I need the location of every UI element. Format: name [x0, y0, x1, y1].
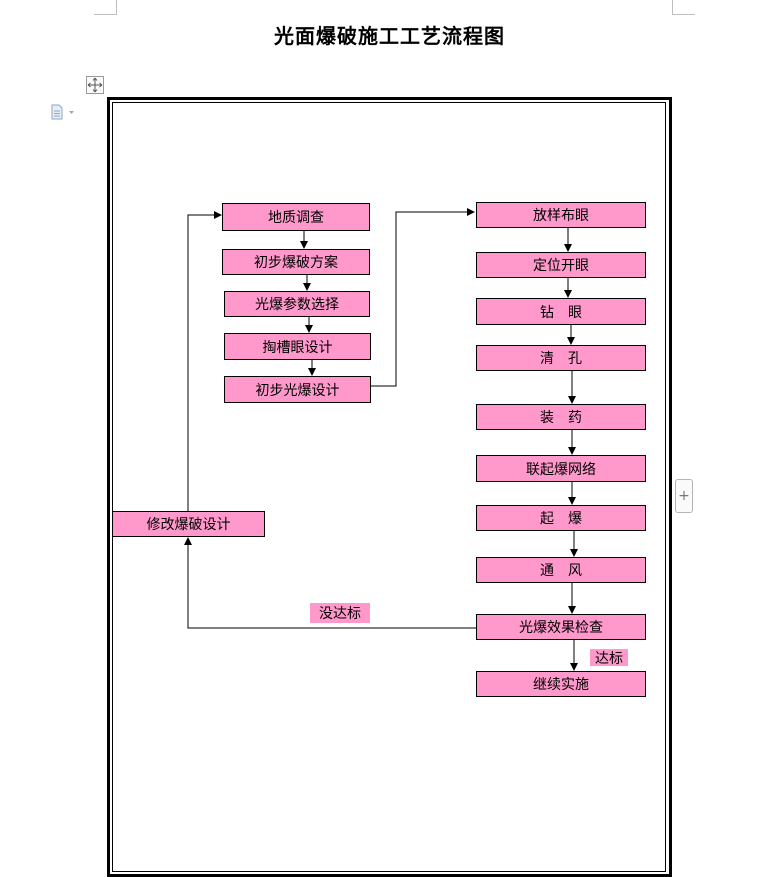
document-title: 光面爆破施工工艺流程图 [274, 24, 505, 48]
flow-step-geological-survey: 地质调查 [222, 203, 370, 231]
table-move-handle[interactable] [86, 76, 104, 94]
up-to-standard-label: 达标 [590, 649, 628, 667]
flow-step-cut-hole-design: 掏槽眼设计 [224, 333, 371, 360]
flow-step-drilling: 钻 眼 [476, 298, 646, 325]
flow-step-preliminary-blasting-plan: 初步爆破方案 [222, 249, 370, 275]
flow-step-clear-holes: 清 孔 [476, 345, 646, 371]
flow-step-ventilation: 通 风 [476, 557, 646, 583]
not-up-to-standard-label: 没达标 [310, 603, 370, 623]
move-icon [87, 77, 103, 93]
add-column-button[interactable]: + [675, 479, 693, 513]
flow-step-connect-detonation-network: 联起爆网络 [476, 455, 646, 482]
flow-step-preliminary-smooth-blasting-design: 初步光爆设计 [224, 376, 371, 403]
paste-options-button[interactable] [50, 104, 78, 124]
flow-step-smooth-blasting-parameters: 光爆参数选择 [224, 291, 370, 317]
document-icon [51, 104, 74, 120]
flow-step-revise-blasting-design: 修改爆破设计 [112, 511, 265, 537]
flow-step-layout-holes: 放样布眼 [476, 202, 646, 228]
flow-step-blasting-effect-check: 光爆效果检查 [476, 614, 646, 640]
flow-step-charging: 装 药 [476, 404, 646, 430]
page-corner-top-right [672, 0, 695, 15]
flow-step-position-holes: 定位开眼 [476, 252, 646, 278]
page-corner-top-left [94, 0, 117, 15]
flow-step-continue-implementation: 继续实施 [476, 671, 646, 697]
flow-step-detonation: 起 爆 [476, 505, 646, 531]
